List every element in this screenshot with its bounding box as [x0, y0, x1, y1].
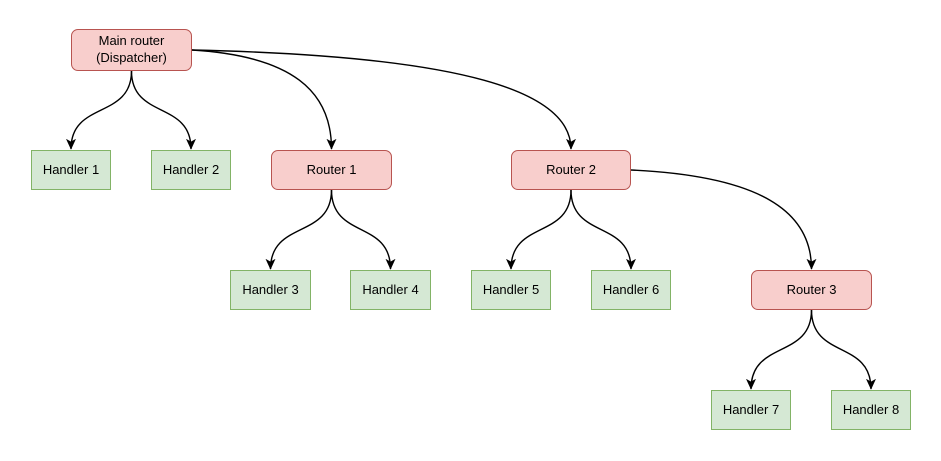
edge-router-2-to-router-3 [630, 169, 817, 270]
node-handler-2: Handler 2 [151, 150, 231, 190]
edge-main-router-to-router-1 [191, 49, 337, 150]
edge-router-2-to-handler-5 [506, 189, 572, 270]
handler-2-label: Handler 2 [162, 161, 220, 177]
node-handler-7: Handler 7 [711, 390, 791, 430]
router-1-label: Router 1 [306, 161, 357, 177]
node-handler-6: Handler 6 [591, 270, 671, 310]
node-handler-4: Handler 4 [350, 270, 431, 310]
edge-router-3-to-handler-8 [810, 309, 876, 390]
edge-router-3-to-handler-7 [746, 309, 813, 390]
handler-3-label: Handler 3 [242, 281, 299, 297]
node-handler-3: Handler 3 [230, 270, 311, 310]
edge-router-2-to-handler-6 [570, 189, 636, 270]
node-handler-5: Handler 5 [471, 270, 551, 310]
node-handler-1: Handler 1 [31, 150, 111, 190]
node-handler-8: Handler 8 [831, 390, 911, 430]
edge-main-router-to-handler-2 [130, 70, 196, 150]
edge-main-router-to-handler-1 [66, 70, 133, 150]
node-router-2: Router 2 [511, 150, 631, 190]
handler-4-label: Handler 4 [362, 281, 419, 297]
handler-5-label: Handler 5 [482, 281, 540, 297]
edge-main-router-to-router-2 [191, 49, 576, 150]
node-router-1: Router 1 [271, 150, 392, 190]
handler-8-label: Handler 8 [842, 401, 900, 417]
handler-7-label: Handler 7 [722, 401, 780, 417]
handler-1-label: Handler 1 [42, 161, 100, 177]
router-3-label: Router 3 [786, 281, 837, 297]
handler-6-label: Handler 6 [602, 281, 660, 297]
edge-router-1-to-handler-4 [330, 189, 396, 270]
edge-router-1-to-handler-3 [265, 189, 333, 270]
node-router-3: Router 3 [751, 270, 872, 310]
main-router-label: Main router (Dispatcher) [96, 33, 167, 65]
node-main-router: Main router (Dispatcher) [71, 29, 192, 71]
router-2-label: Router 2 [546, 161, 596, 177]
